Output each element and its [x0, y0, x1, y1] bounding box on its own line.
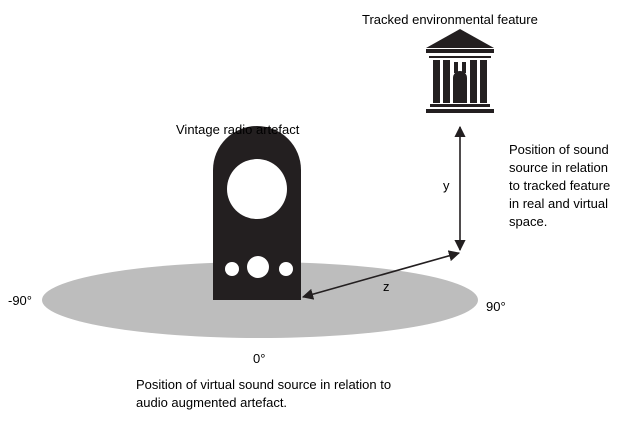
- caption-line: Position of virtual sound source in rela…: [136, 377, 391, 392]
- vintage-radio-icon: [213, 126, 301, 300]
- angle-front-label: 0°: [253, 351, 265, 366]
- position-note-line: space.: [509, 214, 547, 229]
- y-axis-label: y: [443, 178, 450, 193]
- z-axis-label: z: [383, 279, 390, 294]
- position-note-line: to tracked feature: [509, 178, 610, 193]
- position-note: Position of sound source in relation to …: [509, 142, 610, 229]
- position-note-line: in real and virtual: [509, 196, 608, 211]
- position-note-line: Position of sound: [509, 142, 609, 157]
- classical-building-icon: [426, 29, 494, 113]
- radio-artefact-label: Vintage radio artefact: [176, 122, 300, 137]
- angle-left-label: -90°: [8, 293, 32, 308]
- caption: Position of virtual sound source in rela…: [136, 377, 391, 410]
- position-note-line: source in relation: [509, 160, 608, 175]
- caption-line: audio augmented artefact.: [136, 395, 287, 410]
- angle-right-label: 90°: [486, 299, 506, 314]
- tracked-feature-label: Tracked environmental feature: [362, 12, 538, 27]
- z-distance-arrow: [301, 250, 461, 300]
